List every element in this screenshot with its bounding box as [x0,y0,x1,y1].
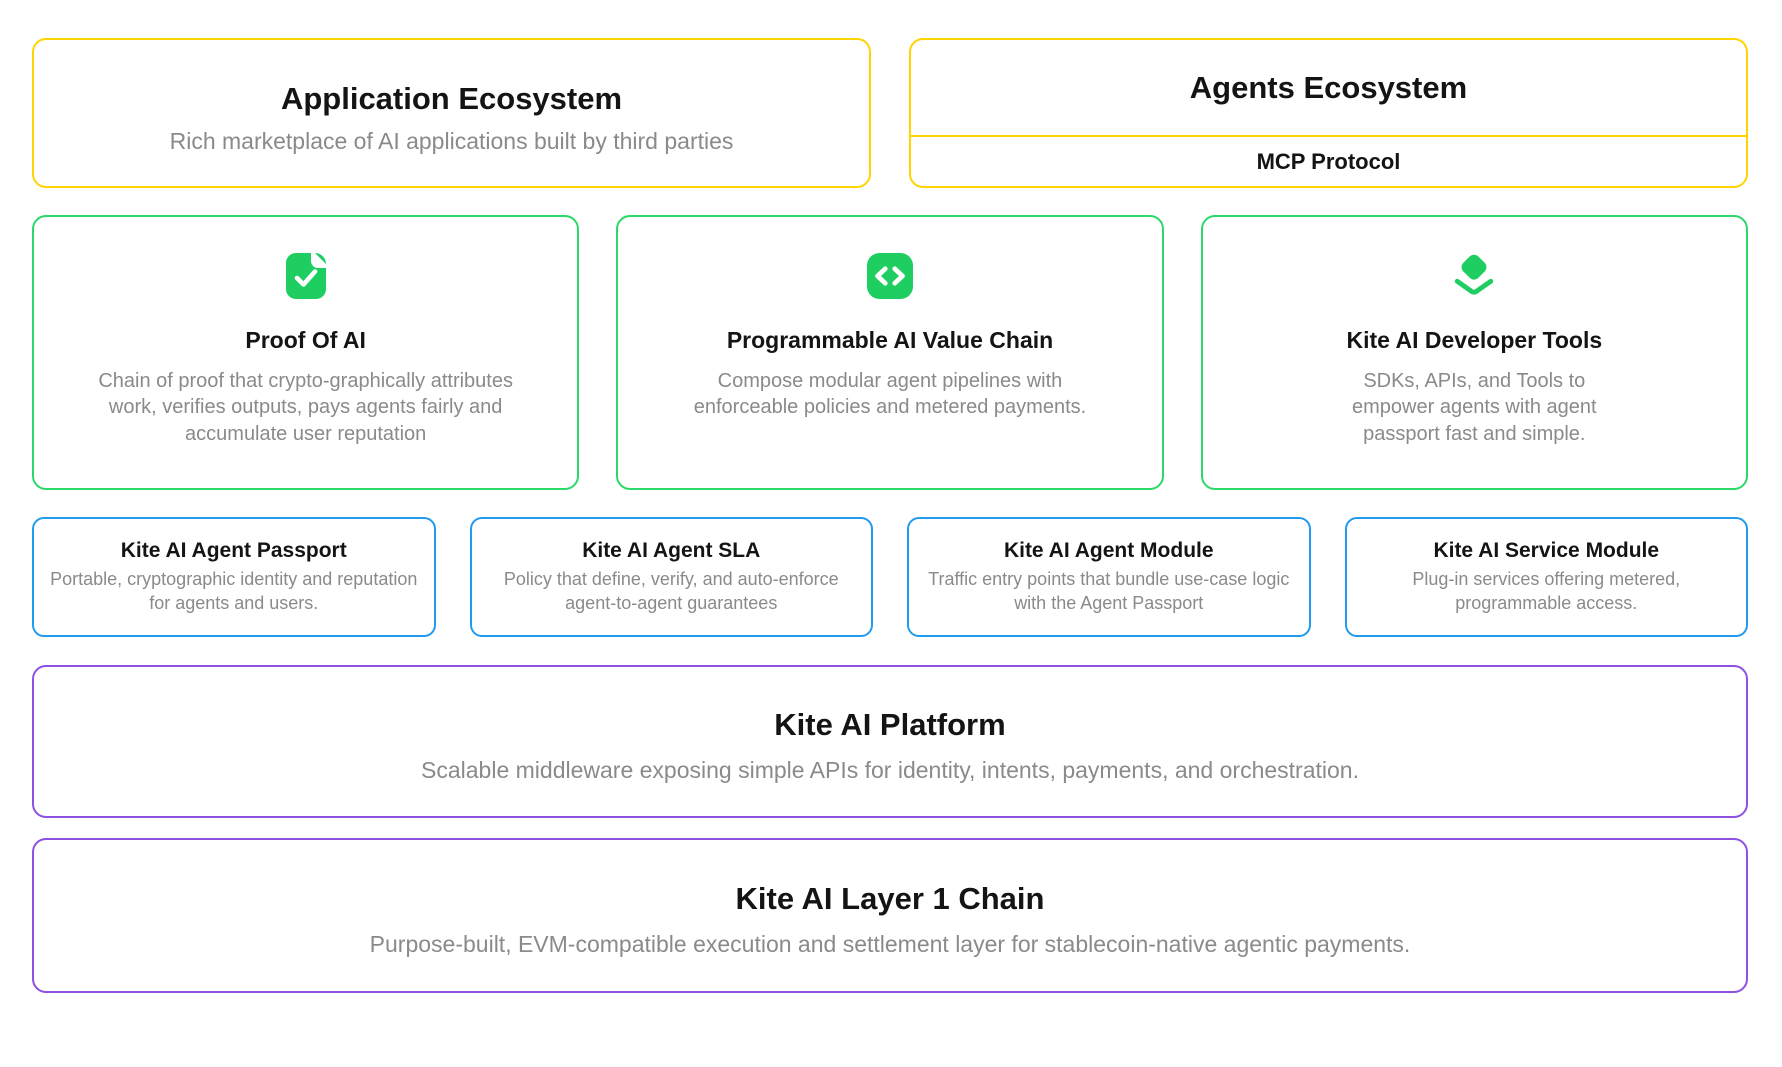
ecosystems-row: Application Ecosystem Rich marketplace o… [32,38,1748,188]
agent-passport-description: Portable, cryptographic identity and rep… [50,569,418,613]
agent-sla-box: Kite AI Agent SLA Policy that define, ve… [469,517,873,637]
application-ecosystem-title: Application Ecosystem [280,80,623,116]
application-ecosystem-box: Application Ecosystem Rich marketplace o… [32,38,871,188]
proof-of-ai-box: Proof Of AI Chain of proof that crypto-g… [32,215,580,490]
proof-of-ai-description: Chain of proof that crypto-graphically a… [98,370,513,445]
service-module-title: Kite AI Service Module [1433,539,1660,563]
programmable-value-chain-title: Programmable AI Value Chain [726,327,1054,353]
agents-ecosystem-title: Agents Ecosystem [1189,69,1468,105]
file-check-icon [283,253,329,299]
agent-sla-description: Policy that define, verify, and auto-enf… [503,569,839,613]
developer-tools-box: Kite AI Developer Tools SDKs, APIs, and … [1200,215,1748,490]
application-ecosystem-description: Rich marketplace of AI applications buil… [169,128,734,155]
divider [911,135,1746,137]
developer-tools-description: SDKs, APIs, and Tools to empower agents … [1352,370,1597,445]
agent-module-box: Kite AI Agent Module Traffic entry point… [907,517,1311,637]
agent-passport-box: Kite AI Agent Passport Portable, cryptog… [32,517,436,637]
agent-passport-title: Kite AI Agent Passport [120,539,347,563]
platform-title: Kite AI Platform [774,707,1006,742]
features-row: Proof Of AI Chain of proof that crypto-g… [32,215,1748,490]
developer-tools-title: Kite AI Developer Tools [1346,327,1603,353]
programmable-value-chain-box: Programmable AI Value Chain Compose modu… [616,215,1164,490]
service-module-description: Plug-in services offering metered, progr… [1412,569,1681,613]
layer1-chain-description: Purpose-built, EVM-compatible execution … [369,931,1411,957]
platform-box: Kite AI Platform Scalable middleware exp… [32,665,1748,818]
agents-ecosystem-box: Agents Ecosystem MCP Protocol [909,38,1748,188]
layer1-chain-box: Kite AI Layer 1 Chain Purpose-built, EVM… [32,838,1748,993]
mcp-protocol-label: MCP Protocol [1256,148,1401,174]
platform-description: Scalable middleware exposing simple APIs… [421,757,1359,783]
agent-module-description: Traffic entry points that bundle use-cas… [928,569,1290,613]
layer1-chain-title: Kite AI Layer 1 Chain [735,881,1045,916]
mcp-protocol-section: MCP Protocol [911,137,1746,186]
agent-sla-title: Kite AI Agent SLA [582,539,761,563]
agent-module-title: Kite AI Agent Module [1003,539,1214,563]
programmable-value-chain-description: Compose modular agent pipelines with enf… [693,370,1087,419]
proof-of-ai-title: Proof Of AI [245,327,366,353]
modules-row: Kite AI Agent Passport Portable, cryptog… [32,517,1748,637]
service-module-box: Kite AI Service Module Plug-in services … [1344,517,1748,637]
layers-icon [1451,253,1497,299]
code-icon [866,253,913,299]
agents-ecosystem-header: Agents Ecosystem [911,40,1746,135]
